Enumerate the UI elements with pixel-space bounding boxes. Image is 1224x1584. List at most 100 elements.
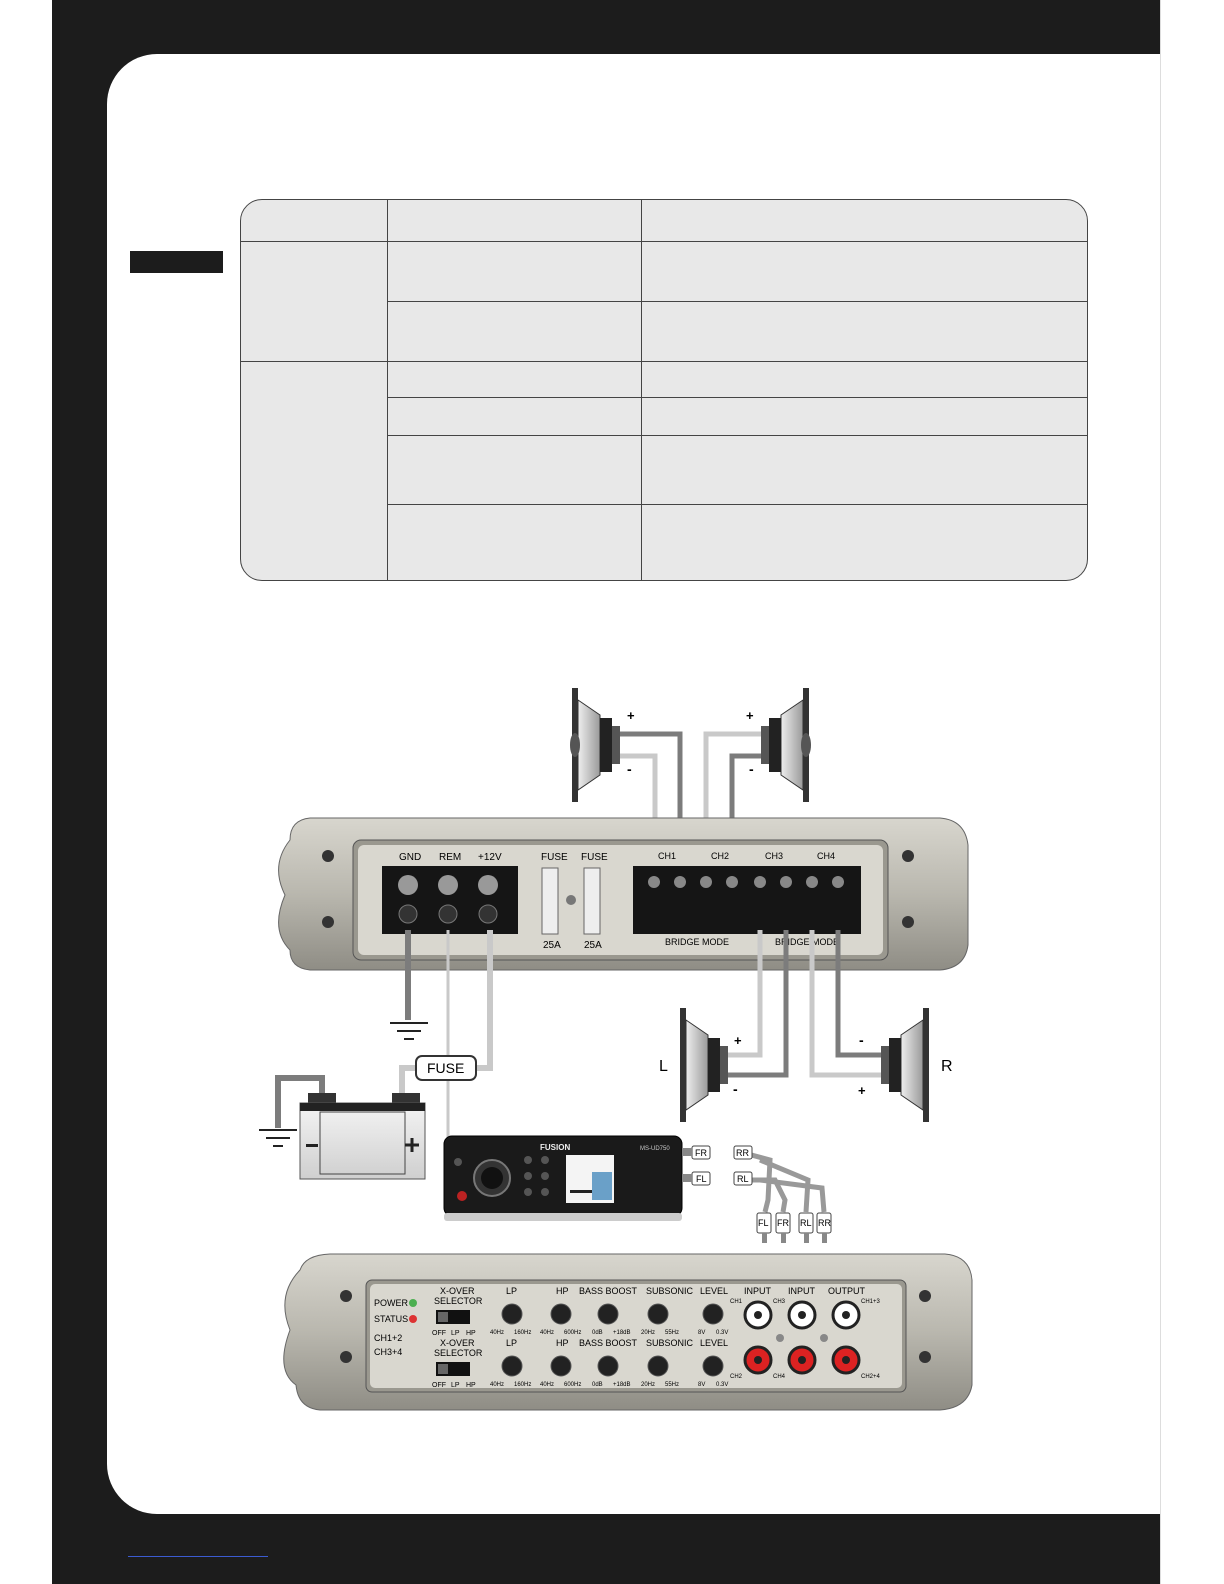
speaker-left-label: L	[659, 1058, 668, 1075]
rca-y-cable: FR RR FL RL FL FR RL RR	[682, 1145, 832, 1243]
knob-level[interactable]	[702, 1355, 724, 1377]
section-tab-marker	[130, 251, 223, 273]
speaker-top-right: + -	[746, 688, 811, 802]
io-title: INPUT	[788, 1286, 816, 1296]
knob-row-top: LP 40Hz 160Hz HP 40Hz 600Hz BASS BOOST 0…	[490, 1286, 728, 1336]
knob-bass-boost[interactable]	[597, 1303, 619, 1325]
knob-max: +18dB	[613, 1382, 631, 1388]
xover-position: OFF	[432, 1382, 446, 1389]
knob-hp[interactable]	[550, 1355, 572, 1377]
status-led-icon	[409, 1315, 417, 1323]
frame-left-bar	[52, 0, 107, 1584]
knob-label: LP	[506, 1286, 517, 1296]
rca-output-label: FR	[777, 1218, 789, 1228]
knob-bass-boost[interactable]	[597, 1355, 619, 1377]
bridge-mode-label: BRIDGE MODE	[665, 937, 729, 947]
battery	[299, 1093, 426, 1180]
bridge-mode-label: BRIDGE MODE	[775, 937, 839, 947]
xover-title: X-OVER	[440, 1286, 475, 1296]
knob-max: 600Hz	[564, 1382, 581, 1388]
jack-label: CH4	[773, 1374, 786, 1380]
knob-min: 40Hz	[540, 1330, 554, 1336]
knob-label: BASS BOOST	[579, 1286, 638, 1296]
indicator-label-power: POWER	[374, 1298, 409, 1308]
speaker-minus-label: -	[627, 761, 632, 777]
fuse-rating: 25A	[543, 940, 561, 951]
speaker-minus-label: -	[733, 1081, 738, 1097]
knob-label: LEVEL	[700, 1286, 728, 1296]
xover-title: X-OVER	[440, 1338, 475, 1348]
head-unit-brand: FUSION	[540, 1143, 570, 1152]
speaker-minus-label: -	[859, 1032, 864, 1048]
knob-level[interactable]	[702, 1303, 724, 1325]
knob-row-bottom: LP 40Hz 160Hz HP 40Hz 600Hz BASS BOOST 0…	[490, 1338, 728, 1388]
amplifier-front-panel: POWER STATUS CH1+2 CH3+4 X-OVER SELECTOR…	[283, 1253, 973, 1411]
xover-position: OFF	[432, 1330, 446, 1337]
knob-min: 0dB	[592, 1330, 603, 1336]
knob-max: +18dB	[613, 1330, 631, 1336]
knob-lp[interactable]	[501, 1355, 523, 1377]
knob-label: HP	[556, 1286, 569, 1296]
terminal-label-12v: +12V	[478, 852, 502, 863]
xover-title: SELECTOR	[434, 1296, 483, 1306]
speaker-plus-label: +	[858, 1083, 866, 1098]
indicator-label-status: STATUS	[374, 1314, 408, 1324]
frame-corner	[107, 54, 207, 154]
rca-plug-label: RR	[736, 1148, 749, 1158]
rca-plug-label: RL	[737, 1174, 749, 1184]
frame-corner	[107, 1414, 207, 1514]
knob-label: LP	[506, 1338, 517, 1348]
knob-min: 8V	[698, 1382, 705, 1388]
page-edge	[1160, 0, 1161, 1584]
knob-min: 8V	[698, 1330, 705, 1336]
knob-label: SUBSONIC	[646, 1338, 694, 1348]
xover-title: SELECTOR	[434, 1348, 483, 1358]
terminal-label-rem: REM	[439, 852, 461, 863]
knob-hp[interactable]	[550, 1303, 572, 1325]
speaker-wires-bottom	[728, 930, 881, 1078]
table-divider	[387, 435, 1087, 436]
rca-output-label: RR	[818, 1218, 831, 1228]
channel-group-label: CH1+2	[374, 1333, 402, 1343]
knob-subsonic[interactable]	[647, 1355, 669, 1377]
jack-label: CH1	[730, 1299, 743, 1305]
ground-symbol	[259, 1129, 297, 1147]
frame-top-bar	[52, 0, 1160, 54]
channel-label-ch1: CH1	[658, 851, 676, 861]
speaker-bottom-left: + - L	[659, 1008, 742, 1122]
channel-group-label: CH3+4	[374, 1347, 402, 1357]
knob-subsonic[interactable]	[647, 1303, 669, 1325]
knob-min: 40Hz	[540, 1382, 554, 1388]
table-divider	[641, 200, 642, 580]
head-unit: FUSION MS-UD750	[443, 1135, 683, 1221]
speaker-plus-label: +	[627, 708, 635, 723]
table-divider	[241, 241, 1087, 242]
xover-position: HP	[466, 1330, 476, 1337]
jack-label: CH1+3	[861, 1299, 881, 1305]
xover-position: LP	[451, 1382, 460, 1389]
knob-max: 0.3V	[716, 1382, 728, 1388]
table-divider	[387, 397, 1087, 398]
inline-fuse: FUSE	[415, 1055, 477, 1081]
io-title: INPUT	[744, 1286, 772, 1296]
speaker-minus-label: -	[749, 761, 754, 777]
xover-position: LP	[451, 1330, 460, 1337]
knob-label: HP	[556, 1338, 569, 1348]
knob-min: 40Hz	[490, 1382, 504, 1388]
rca-output-label: RL	[800, 1218, 812, 1228]
footer-link[interactable]	[128, 1556, 268, 1557]
channel-label-ch4: CH4	[817, 851, 835, 861]
ground-symbol	[390, 1022, 428, 1040]
speaker-top-left: + -	[570, 688, 635, 802]
rca-output-label: FL	[758, 1218, 769, 1228]
table-divider	[387, 200, 388, 580]
spec-table	[240, 199, 1088, 581]
knob-lp[interactable]	[501, 1303, 523, 1325]
channel-label-ch3: CH3	[765, 851, 783, 861]
table-divider	[387, 504, 1087, 505]
knob-max: 160Hz	[514, 1382, 531, 1388]
speaker-plus-label: +	[734, 1033, 742, 1048]
fuse-label: FUSE	[581, 852, 608, 863]
power-wires	[275, 930, 493, 1140]
